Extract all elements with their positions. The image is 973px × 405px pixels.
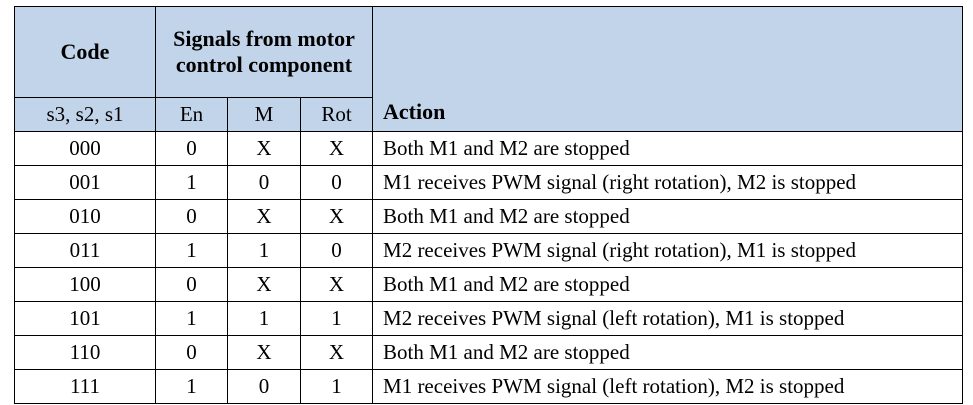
cell-code: 101 bbox=[14, 301, 156, 336]
cell-en: 1 bbox=[155, 233, 228, 268]
cell-code: 110 bbox=[14, 335, 156, 370]
table-header-row-secondary: s3, s2, s1 En M Rot bbox=[14, 97, 963, 132]
cell-en: 0 bbox=[155, 335, 228, 370]
cell-m: X bbox=[227, 199, 301, 234]
cell-en: 1 bbox=[155, 301, 228, 336]
cell-m: X bbox=[227, 131, 301, 166]
cell-code: 111 bbox=[14, 369, 156, 404]
header-code-bits: s3, s2, s1 bbox=[14, 97, 156, 132]
table-row: 100 0 X X Both M1 and M2 are stopped bbox=[14, 267, 964, 302]
cell-m: 1 bbox=[227, 233, 301, 268]
cell-rot: 0 bbox=[299, 233, 374, 268]
cell-m: 0 bbox=[227, 369, 301, 404]
cell-code: 001 bbox=[14, 165, 156, 200]
header-code: Code bbox=[14, 6, 156, 98]
cell-rot: 1 bbox=[299, 369, 374, 404]
cell-action: M2 receives PWM signal (left rotation), … bbox=[372, 301, 964, 336]
cell-code: 011 bbox=[14, 233, 156, 268]
cell-action: M2 receives PWM signal (right rotation),… bbox=[372, 233, 964, 268]
table-row: 111 1 0 1 M1 receives PWM signal (left r… bbox=[14, 369, 964, 404]
cell-rot: X bbox=[299, 267, 374, 302]
header-action: Action bbox=[372, 6, 964, 132]
table-header-row-primary: Code Signals from motor control componen… bbox=[14, 6, 964, 132]
cell-m: X bbox=[227, 267, 301, 302]
cell-m: X bbox=[227, 335, 301, 370]
header-en: En bbox=[155, 97, 228, 132]
table-body: 000 0 X X Both M1 and M2 are stopped 001… bbox=[14, 131, 964, 404]
cell-rot: X bbox=[299, 131, 374, 166]
cell-code: 100 bbox=[14, 267, 156, 302]
motor-control-truth-table: Code Signals from motor control componen… bbox=[14, 6, 964, 404]
cell-m: 1 bbox=[227, 301, 301, 336]
cell-code: 010 bbox=[14, 199, 156, 234]
cell-en: 0 bbox=[155, 131, 228, 166]
cell-rot: 0 bbox=[299, 165, 374, 200]
header-m: M bbox=[227, 97, 301, 132]
cell-action: Both M1 and M2 are stopped bbox=[372, 131, 964, 166]
truth-table-container: Code Signals from motor control componen… bbox=[14, 6, 964, 404]
header-signals-from-motor-control-component: Signals from motor control component bbox=[154, 6, 374, 98]
cell-en: 1 bbox=[155, 165, 228, 200]
cell-code: 000 bbox=[14, 131, 156, 166]
cell-en: 0 bbox=[155, 267, 228, 302]
cell-action: M1 receives PWM signal (right rotation),… bbox=[372, 165, 964, 200]
table-header: Code Signals from motor control componen… bbox=[14, 6, 964, 132]
cell-action: Both M1 and M2 are stopped bbox=[372, 199, 964, 234]
table-row: 010 0 X X Both M1 and M2 are stopped bbox=[14, 199, 964, 234]
cell-action: Both M1 and M2 are stopped bbox=[372, 267, 964, 302]
cell-action: M1 receives PWM signal (left rotation), … bbox=[372, 369, 964, 404]
table-row: 001 1 0 0 M1 receives PWM signal (right … bbox=[14, 165, 964, 200]
cell-rot: X bbox=[299, 335, 374, 370]
table-row: 110 0 X X Both M1 and M2 are stopped bbox=[14, 335, 964, 370]
cell-m: 0 bbox=[227, 165, 301, 200]
cell-en: 1 bbox=[155, 369, 228, 404]
header-rot: Rot bbox=[299, 97, 374, 132]
cell-rot: 1 bbox=[299, 301, 374, 336]
cell-action: Both M1 and M2 are stopped bbox=[372, 335, 964, 370]
cell-en: 0 bbox=[155, 199, 228, 234]
table-row: 000 0 X X Both M1 and M2 are stopped bbox=[14, 131, 964, 166]
table-row: 101 1 1 1 M2 receives PWM signal (left r… bbox=[14, 301, 964, 336]
cell-rot: X bbox=[299, 199, 374, 234]
table-row: 011 1 1 0 M2 receives PWM signal (right … bbox=[14, 233, 964, 268]
